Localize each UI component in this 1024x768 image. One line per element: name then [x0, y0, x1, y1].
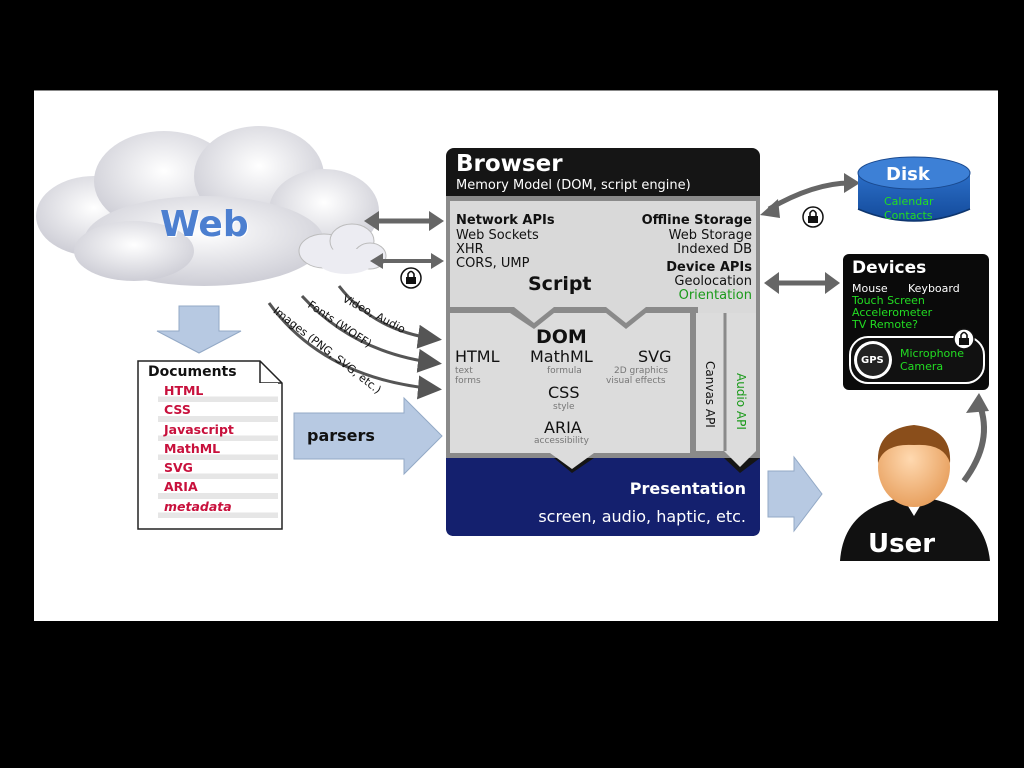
disk-title: Disk [886, 164, 930, 185]
device-api-orientation: Orientation [678, 288, 752, 303]
disk-item-calendar: Calendar [884, 195, 934, 208]
dom-svg-sub-graphics: 2D graphics [614, 366, 668, 376]
documents-item-aria: ARIA [158, 479, 278, 499]
network-item-cors: CORS, UMP [456, 256, 530, 271]
devices-mouse: Mouse [852, 282, 888, 295]
web-cloud [36, 126, 379, 286]
user-label: User [868, 529, 936, 559]
dom-html-label: HTML [455, 347, 500, 366]
offline-storage-title: Offline Storage [641, 213, 752, 228]
dom-html-sub-forms: forms [455, 376, 481, 386]
documents-list: HTML CSS Javascript MathML SVG ARIA meta… [158, 383, 278, 519]
web-label: Web [160, 204, 249, 245]
browser-subtitle: Memory Model (DOM, script engine) [456, 178, 691, 193]
devices-microphone: Microphone [900, 347, 965, 360]
documents-item-html: HTML [158, 383, 278, 403]
lock-icon [400, 267, 422, 289]
documents-title: Documents [148, 364, 237, 380]
devices-keyboard: Keyboard [908, 282, 960, 295]
network-item-websockets: Web Sockets [456, 228, 539, 243]
network-apis-title: Network APIs [456, 213, 555, 228]
video-audio-arrow [337, 285, 442, 349]
offline-item-webstorage: Web Storage [668, 228, 752, 243]
presentation-to-user-arrow [767, 455, 823, 533]
dom-css-label: CSS [548, 383, 580, 402]
dom-mathml-label: MathML [530, 347, 593, 366]
parsers-label: parsers [307, 426, 375, 445]
documents-item-javascript: Javascript [158, 421, 278, 441]
disk-item-contacts: Contacts [884, 209, 933, 222]
parsers-arrow [293, 396, 443, 476]
browser-box [446, 148, 760, 536]
audio-api-label: Audio API [734, 373, 748, 430]
devices-touch-screen: Touch Screen [852, 294, 925, 307]
browser-devices-double-arrow [764, 272, 840, 294]
devices-camera: Camera [900, 360, 944, 373]
documents-item-metadata: metadata [158, 498, 278, 519]
images-arrow [267, 302, 442, 400]
dom-html-sub-text: text [455, 366, 473, 376]
gps-badge: GPS [861, 355, 884, 366]
network-item-xhr: XHR [456, 242, 484, 257]
dom-title: DOM [536, 326, 587, 348]
presentation-title: Presentation [629, 479, 746, 498]
dom-mathml-sub: formula [547, 366, 582, 376]
offline-item-indexeddb: Indexed DB [677, 242, 752, 257]
browser-title: Browser [456, 151, 563, 177]
documents-item-svg: SVG [158, 460, 278, 480]
cloud-network-double-arrow [370, 253, 444, 269]
presentation-subtitle: screen, audio, haptic, etc. [538, 507, 746, 526]
dom-css-sub: style [553, 402, 575, 412]
dom-aria-sub: accessibility [534, 436, 589, 446]
disk-cylinder-icon [857, 156, 971, 222]
dom-svg-label: SVG [638, 347, 672, 366]
device-api-geolocation: Geolocation [674, 274, 752, 289]
devices-title: Devices [852, 258, 927, 278]
devices-accelerometer: Accelerometer [852, 306, 933, 319]
script-label: Script [528, 273, 592, 295]
browser-disk-double-arrow [760, 173, 860, 218]
diagram-slide: Web Documents HTML CSS Javascript MathML… [34, 90, 998, 621]
web-to-documents-arrow [156, 305, 242, 354]
devices-tv-remote: TV Remote? [852, 318, 919, 331]
devices-box [843, 254, 989, 390]
dom-svg-sub-effects: visual effects [606, 376, 666, 386]
disk-lock-icon [802, 206, 824, 228]
user-to-devices-arrow [961, 401, 987, 483]
dom-aria-label: ARIA [544, 418, 582, 437]
web-network-double-arrow [364, 211, 444, 231]
documents-item-css: CSS [158, 402, 278, 422]
documents-item-mathml: MathML [158, 440, 278, 461]
user-avatar-icon [840, 425, 990, 561]
canvas-api-label: Canvas API [703, 361, 717, 428]
fonts-arrow [300, 294, 442, 373]
device-apis-title: Device APIs [666, 260, 752, 275]
